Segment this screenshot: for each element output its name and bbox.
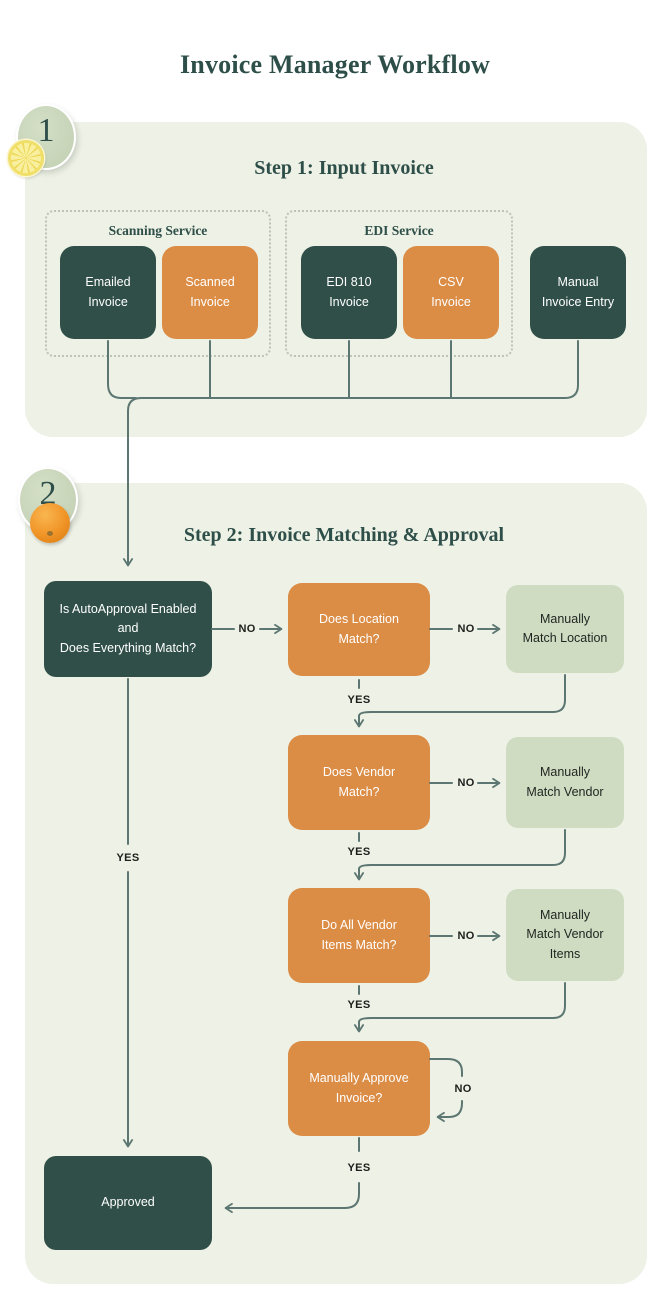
edi-service-group: EDI Service bbox=[285, 210, 513, 357]
step2-badge-number: 2 bbox=[39, 475, 57, 512]
flow-node-emailed-invoice: Emailed Invoice bbox=[60, 246, 156, 339]
step2-badge: 2 bbox=[18, 467, 78, 543]
edge-label-no-1: NO bbox=[238, 623, 256, 635]
edge-label-yes-4: YES bbox=[347, 1162, 371, 1174]
scanning-service-group: Scanning Service bbox=[45, 210, 271, 357]
flow-node-approved: Approved bbox=[44, 1156, 212, 1250]
flow-node-scanned-invoice: Scanned Invoice bbox=[162, 246, 258, 339]
edge-label-yes-3: YES bbox=[347, 999, 371, 1011]
flow-node-csv-invoice: CSV Invoice bbox=[403, 246, 499, 339]
flow-node-manually-approve-invoice: Manually Approve Invoice? bbox=[288, 1041, 430, 1136]
flow-node-vendor-match: Does Vendor Match? bbox=[288, 735, 430, 830]
step1-badge-number: 1 bbox=[37, 112, 55, 149]
flow-node-vendor-items-match: Do All Vendor Items Match? bbox=[288, 888, 430, 983]
page-title: Invoice Manager Workflow bbox=[179, 50, 491, 79]
scanning-service-label: Scanning Service bbox=[108, 223, 208, 238]
edge-label-yes-2: YES bbox=[347, 846, 371, 858]
step1-badge: 1 bbox=[8, 104, 76, 176]
edge-label-no-3: NO bbox=[457, 777, 475, 789]
flow-node-manually-match-vendor-items: Manually Match Vendor Items bbox=[506, 889, 624, 981]
edge-label-no-2: NO bbox=[457, 623, 475, 635]
step2-heading: Step 2: Invoice Matching & Approval bbox=[183, 524, 505, 546]
flow-node-manually-match-vendor: Manually Match Vendor bbox=[506, 737, 624, 828]
lemon-slice-icon bbox=[8, 140, 44, 176]
flow-node-edi-810-invoice: EDI 810 Invoice bbox=[301, 246, 397, 339]
edi-service-label: EDI Service bbox=[364, 223, 434, 238]
edge-label-yes-left: YES bbox=[116, 852, 140, 864]
orange-icon bbox=[30, 503, 70, 543]
edge-label-yes-1: YES bbox=[347, 694, 371, 706]
edge-label-no-loop: NO bbox=[454, 1083, 472, 1095]
flow-node-manual-invoice-entry: Manual Invoice Entry bbox=[530, 246, 626, 339]
step1-heading: Step 1: Input Invoice bbox=[254, 157, 434, 179]
flow-node-manually-match-location: Manually Match Location bbox=[506, 585, 624, 673]
flow-node-autoapproval-check: Is AutoApproval Enabled and Does Everyth… bbox=[44, 581, 212, 677]
flow-node-location-match: Does Location Match? bbox=[288, 583, 430, 676]
edge-label-no-4: NO bbox=[457, 930, 475, 942]
